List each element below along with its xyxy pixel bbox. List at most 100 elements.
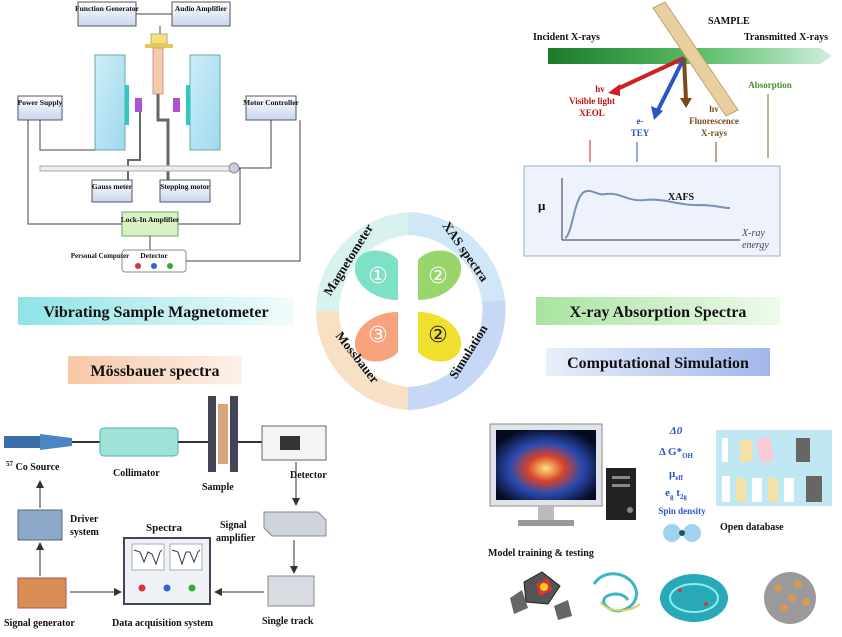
indicator-red [135,263,141,269]
xeol-arrow [614,56,685,92]
arrow-track-to-daq-head [214,588,222,596]
stepping-motor-box [159,179,211,203]
pole-right [186,85,190,125]
audio-amplifier-box [171,1,231,27]
co-source-nozzle [40,434,72,450]
spin-density-lobe-2 [683,524,701,542]
pole-left [125,85,129,125]
co-source-body [4,436,40,448]
delta-g-label: Δ G*OH [659,446,694,460]
pc-to-controller-wire [186,120,301,262]
model-training-label: Model training & testing [488,548,594,559]
transmitted-label: Transmitted X-rays [744,32,828,43]
xas-banner [536,297,780,325]
audio-amplifier-label: Audio Amplifier [175,4,228,13]
spectrum-panel-b [169,543,203,571]
incident-label: Incident X-rays [533,32,600,43]
book-10 [806,476,822,502]
xray-axis-label: X-ray [741,228,765,239]
power-wire [39,120,95,151]
gauss-meter-box [91,179,133,203]
monitor-stand [518,520,574,526]
tey-label: TEY [631,128,650,138]
book-6 [736,478,746,502]
model-structure-3 [660,574,728,622]
eg-t2g-label: eg t2g [665,487,687,501]
sample-plate [652,1,739,117]
rail [39,165,231,172]
model-structure-4 [764,572,816,624]
pc-drive-1 [612,476,630,479]
gauss-meter-label: Gauss meter [92,182,133,191]
sample-plate-b [230,396,238,472]
book-4 [796,438,810,462]
pc-drive-2 [612,484,630,487]
single-track-label: Single track [262,616,314,627]
lockin-wire-right [178,168,241,225]
xafs-label: XAFS [668,192,695,203]
petal-3 [354,312,398,362]
xafs-plot-frame [523,165,781,257]
signal-amplifier-box [263,511,327,537]
spectra-label: Spectra [146,522,183,534]
function-generator-box [77,1,137,27]
pc-power [627,507,633,513]
xafs-curve [564,189,731,239]
spectrum-trace-a [133,549,163,566]
spin-density-atom [679,530,685,536]
motor-wire [239,120,272,169]
energy-axis-label: energy [742,240,769,251]
stepping-motor-label: Stepping motor [160,182,210,191]
detector-core [280,436,300,450]
daq-label: Data acquisition system [112,618,214,629]
fluorescence-label: Fluorescence [689,116,739,126]
ring-bottom-right [408,300,506,410]
fluorescence-arrow [682,57,688,101]
book-3 [756,436,774,464]
vsm-banner [18,297,294,325]
sample-rod [152,47,164,95]
moss-sample-label: Sample [202,482,234,493]
moss-banner [68,356,242,384]
signal-generator-box [17,577,67,609]
model-structure-1 [510,571,572,620]
rail-pulley [228,162,240,174]
absorption-label: Absorption [748,80,792,90]
daq-led-red [138,584,146,592]
model-structure-2 [592,572,641,613]
xeol-label: XEOL [579,108,605,118]
book-9 [784,478,794,502]
pickup-coil-right [173,98,180,112]
spin-density-label: Spin density [658,506,706,516]
simulation-panel: Computational Simulation Model training … [488,348,832,624]
spectrum-panel-a [131,543,165,571]
indicator-green [167,263,173,269]
sim-banner [546,348,770,376]
hv1-label: hv [595,84,605,94]
ring-bottom-left [316,311,408,410]
center-wheel: ① ② ③ ② Magnetometer XAS spectra Simulat… [316,212,506,410]
electromagnet-right [189,54,221,151]
hv2-label: hv [709,104,719,114]
pickup-coil-left [135,98,142,112]
electromagnet-left [94,54,126,151]
petal-1 [354,250,398,300]
co-source-label: 57 Co Source [6,460,60,473]
driver-system-label: system [70,527,100,538]
ring-top-left [316,212,408,311]
xas-banner-title: X-ray Absorption Spectra [570,304,747,321]
fluorescence-arrowhead [680,98,692,108]
sample-plate-a [208,396,216,472]
shaker-head [150,33,168,45]
petal-2a [418,250,462,300]
petal-2b-number: ② [428,323,448,348]
lockin-wire-left [27,120,122,225]
ring-top-right [408,212,505,302]
vsm-detector-label: Detector [140,251,168,260]
moss-detector-label: Detector [290,470,327,481]
hall-probe-arm [156,94,170,180]
moss-banner-title: Mössbauer spectra [90,363,219,380]
book-8 [768,478,778,502]
visible-light-label: Visible light [569,96,615,106]
